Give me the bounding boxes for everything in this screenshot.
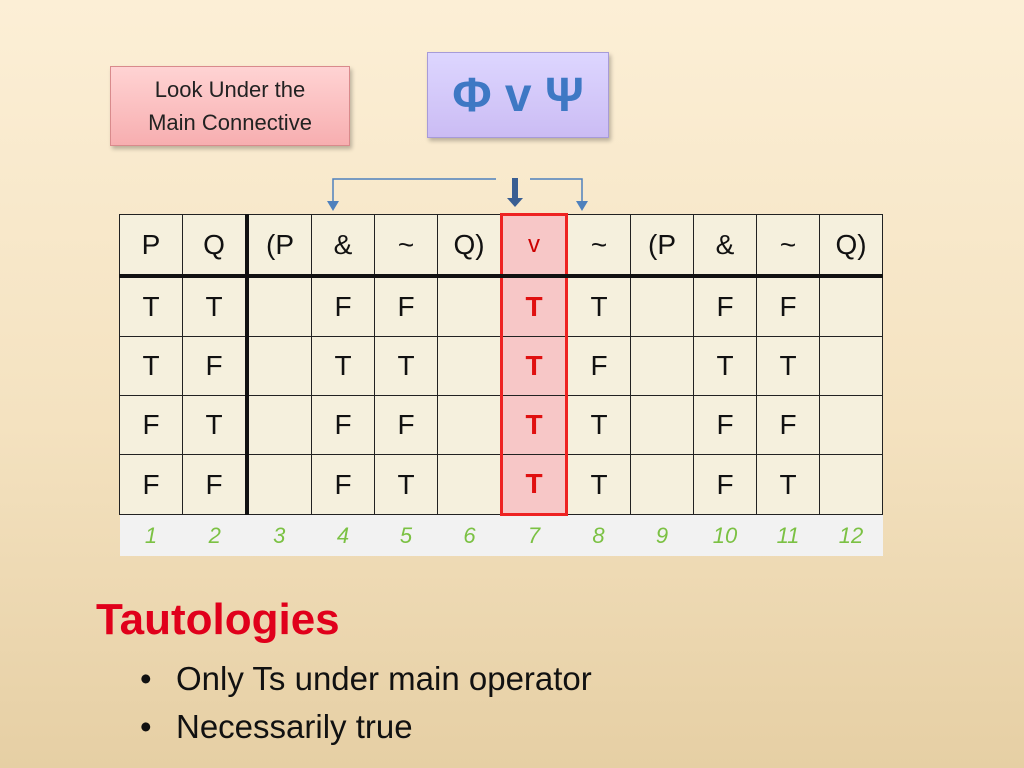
table-cell: T: [756, 454, 820, 515]
column-number: 9: [630, 514, 694, 556]
table-cell: [630, 275, 694, 337]
bullet-icon: •: [140, 660, 152, 697]
look-under-callout: Look Under the Main Connective: [110, 66, 350, 146]
table-cell: T: [566, 395, 631, 455]
bullet-list: • Only Ts under main operator • Necessaril…: [140, 655, 592, 751]
table-cell: [819, 395, 883, 455]
table-cell: [819, 454, 883, 515]
column-number: 1: [119, 514, 183, 556]
main-connective-header: v: [500, 213, 568, 278]
section-title: Tautologies: [96, 595, 340, 644]
header-cell: ~: [374, 214, 438, 278]
table-cell: [437, 454, 502, 515]
header-cell: P: [119, 214, 183, 278]
table-cell: [246, 454, 312, 515]
column-number: 10: [693, 514, 757, 556]
main-connective-cell: T: [500, 336, 568, 396]
formula-box: Φ v Ψ: [427, 52, 609, 138]
table-cell: T: [374, 336, 438, 396]
table-cell: T: [182, 275, 249, 337]
down-arrow-head: [507, 198, 523, 207]
header-cell: Q): [819, 214, 883, 278]
table-cell: [246, 336, 312, 396]
table-cell: F: [119, 395, 183, 455]
table-cell: [630, 454, 694, 515]
table-cell: [630, 336, 694, 396]
header-cell: ~: [566, 214, 631, 278]
callout-line-1: Look Under the: [154, 77, 306, 102]
right-arrowhead: [576, 201, 588, 211]
table-cell: [437, 336, 502, 396]
table-header-row: P Q (P & ~ Q) v ~ (P & ~ Q): [119, 213, 883, 278]
table-cell: [819, 336, 883, 396]
column-number: 5: [374, 514, 438, 556]
table-cell: T: [693, 336, 757, 396]
list-item: • Only Ts under main operator: [140, 655, 592, 703]
table-cell: T: [374, 454, 438, 515]
table-cell: F: [311, 454, 375, 515]
callout-line-2: Main Connective: [148, 110, 312, 135]
table-cell: F: [566, 336, 631, 396]
table-cell: T: [182, 395, 249, 455]
column-number: 12: [819, 514, 883, 556]
column-number: 8: [566, 514, 631, 556]
down-arrow-shaft: [512, 178, 518, 200]
table-cell: F: [182, 336, 249, 396]
main-connective-cell: T: [500, 275, 568, 337]
table-cell: [246, 275, 312, 337]
column-number: 7: [501, 514, 567, 556]
left-connector-line: [332, 178, 496, 209]
table-cell: [819, 275, 883, 337]
table-row: T F T T T F T T: [119, 336, 883, 396]
table-cell: [437, 275, 502, 337]
table-cell: F: [374, 275, 438, 337]
column-number: 4: [311, 514, 375, 556]
bullet-text: Only Ts under main operator: [176, 660, 592, 697]
truth-table: P Q (P & ~ Q) v ~ (P & ~ Q) T T F F T T …: [119, 213, 883, 556]
header-cell: Q: [182, 214, 249, 278]
table-cell: F: [693, 395, 757, 455]
column-number: 6: [437, 514, 502, 556]
table-cell: F: [311, 395, 375, 455]
main-connective-cell: T: [500, 454, 568, 516]
header-cell: (P: [630, 214, 694, 278]
table-cell: [630, 395, 694, 455]
right-connector-line: [530, 178, 583, 209]
bullet-icon: •: [140, 708, 152, 745]
left-arrowhead: [327, 201, 339, 211]
table-cell: [437, 395, 502, 455]
table-cell: F: [756, 395, 820, 455]
table-cell: T: [566, 275, 631, 337]
header-cell: ~: [756, 214, 820, 278]
table-cell: T: [119, 336, 183, 396]
main-connective-cell: T: [500, 395, 568, 455]
column-number-row: 1 2 3 4 5 6 7 8 9 10 11 12: [119, 514, 883, 556]
table-row: T T F F T T F F: [119, 275, 883, 337]
list-item: • Necessarily true: [140, 703, 592, 751]
table-cell: F: [119, 454, 183, 515]
table-cell: F: [182, 454, 249, 515]
header-cell: (P: [246, 214, 312, 278]
column-number: 3: [247, 514, 312, 556]
column-number: 11: [756, 514, 820, 556]
table-cell: F: [693, 454, 757, 515]
table-cell: T: [566, 454, 631, 515]
table-cell: T: [119, 275, 183, 337]
table-cell: T: [756, 336, 820, 396]
header-cell: &: [693, 214, 757, 278]
bullet-text: Necessarily true: [176, 708, 413, 745]
table-cell: F: [374, 395, 438, 455]
table-cell: F: [756, 275, 820, 337]
column-number: 2: [182, 514, 247, 556]
table-cell: [246, 395, 312, 455]
header-cell: Q): [437, 214, 502, 278]
table-cell: F: [693, 275, 757, 337]
table-cell: T: [311, 336, 375, 396]
table-row: F T F F T T F F: [119, 395, 883, 455]
table-row: F F F T T T F T: [119, 454, 883, 516]
table-cell: F: [311, 275, 375, 337]
header-cell: &: [311, 214, 375, 278]
